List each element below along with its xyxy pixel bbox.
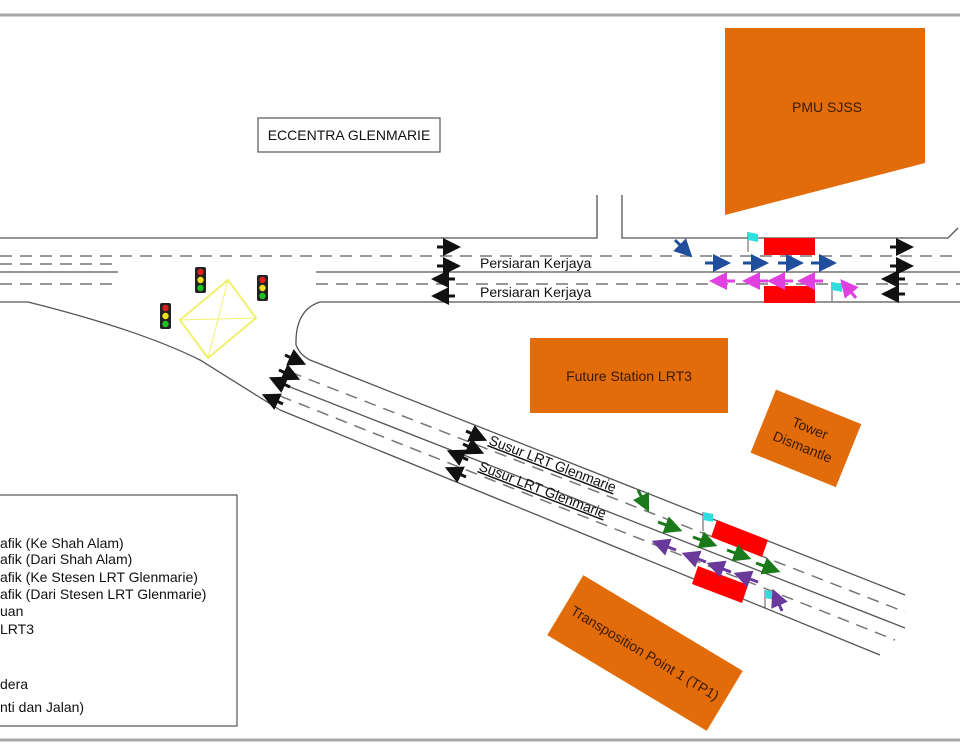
persiaran-kerjaya-road xyxy=(0,195,960,411)
traffic-light-icon xyxy=(257,275,268,301)
diversion-arrows-green xyxy=(632,489,781,575)
diversion-arrows-purple xyxy=(651,538,788,612)
work-zone-susur-1 xyxy=(711,520,768,557)
work-zone-susur-2 xyxy=(692,566,748,603)
flag-icon xyxy=(702,512,713,531)
arrow-left-icon xyxy=(268,376,291,393)
traffic-direction-arrows xyxy=(261,238,914,483)
legend-item: afik (Ke Stesen LRT Glenmarie) xyxy=(0,569,198,585)
arrow-right-icon xyxy=(462,438,485,455)
legend: afik (Ke Shah Alam) afik (Dari Shah Alam… xyxy=(0,494,238,727)
flag-icon xyxy=(831,282,842,301)
susur-lrt-glenmarie-road xyxy=(279,344,906,656)
arrow-left-icon xyxy=(446,449,469,466)
legend-item: afik (Dari Shah Alam) xyxy=(0,551,132,567)
arrow-left-icon xyxy=(444,466,467,483)
yellow-box-diagonal xyxy=(207,279,229,359)
legend-item: nti dan Jalan) xyxy=(0,699,84,715)
arrow-right-icon xyxy=(284,349,307,366)
future-station-lrt3-block xyxy=(530,338,728,413)
diversion-arrows-magenta xyxy=(709,272,859,299)
traffic-light-icon xyxy=(160,303,171,329)
eccentra-label-box xyxy=(257,117,441,153)
arrow-right-icon xyxy=(465,425,488,442)
legend-item: uan xyxy=(0,603,23,619)
road-label-kerjaya-1: Persiaran Kerjaya xyxy=(480,255,591,271)
work-zone-north xyxy=(764,238,815,255)
traffic-light-icon xyxy=(195,267,206,293)
legend-item: LRT3 xyxy=(0,621,34,637)
transposition-point-1-block: Transposition Point 1 (TP1) xyxy=(547,575,743,731)
legend-item: dera xyxy=(0,676,28,692)
work-zone-south xyxy=(764,286,815,303)
flag-icon xyxy=(747,232,758,252)
pmu-sjss-block xyxy=(725,28,925,215)
eccentra-label: ECCENTRA GLENMARIE xyxy=(268,127,431,143)
future-station-label: Future Station LRT3 xyxy=(566,368,692,384)
legend-item: afik (Ke Shah Alam) xyxy=(0,535,124,551)
diversion-arrows-blue xyxy=(673,238,837,272)
road-label-kerjaya-2: Persiaran Kerjaya xyxy=(480,284,591,300)
pmu-sjss-label: PMU SJSS xyxy=(792,99,862,115)
flag-icon xyxy=(764,590,775,608)
tower-dismantle-block: Tower Dismantle xyxy=(750,389,862,488)
arrow-left-icon xyxy=(261,393,284,410)
arrow-right-icon xyxy=(278,364,301,381)
legend-item: afik (Dari Stesen LRT Glenmarie) xyxy=(0,586,206,602)
